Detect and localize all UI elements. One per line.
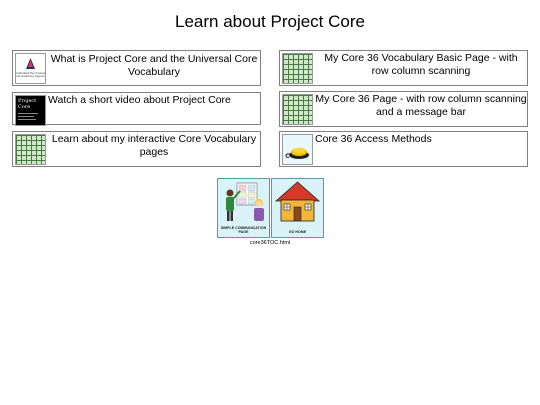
card-label: My Core 36 Page - with row column scanni… — [315, 93, 527, 118]
switch-button-icon — [282, 134, 313, 165]
page-title: Learn about Project Core — [175, 12, 365, 31]
card-label: Learn about my interactive Core Vocabula… — [51, 133, 257, 158]
page-filename: core36TOC.html — [249, 240, 291, 246]
card-interactive-core-pages[interactable]: Learn about my interactive Core Vocabula… — [12, 131, 261, 167]
core-grid-icon — [15, 134, 46, 165]
card-watch-video[interactable]: Project Core Watch a short video about P… — [12, 92, 261, 126]
go-home-tile[interactable]: GO HOME — [271, 178, 324, 238]
card-label: Watch a short video about Project Core — [48, 94, 231, 106]
card-core36-basic-page[interactable]: My Core 36 Vocabulary Basic Page - with … — [279, 50, 528, 86]
card-core36-access-methods[interactable]: Core 36 Access Methods — [279, 131, 528, 167]
card-core36-message-bar[interactable]: My Core 36 Page - with row column scanni… — [279, 91, 528, 127]
core-grid-icon — [282, 53, 313, 84]
tile-label: GO HOME — [288, 230, 307, 234]
card-what-is-project-core[interactable]: Understand the Universal Core Vocabulary… — [12, 50, 261, 86]
card-label: Core 36 Access Methods — [315, 133, 432, 145]
video-thumbnail-icon: Project Core — [15, 95, 46, 126]
project-core-logo-icon: Understand the Universal Core Vocabulary… — [15, 53, 47, 84]
thumb-caption-line-1: Understand the Universal — [16, 72, 45, 75]
card-label: What is Project Core and the Universal C… — [50, 53, 258, 78]
simple-communication-page-tile[interactable]: SIMPLE COMMUNICATION PAGE — [217, 178, 270, 238]
core-grid-icon — [282, 94, 313, 125]
house-icon — [274, 181, 321, 222]
tile-label: SIMPLE COMMUNICATION PAGE — [220, 226, 267, 234]
video-thumb-title: Project Core — [18, 98, 37, 110]
card-label: My Core 36 Vocabulary Basic Page - with … — [324, 52, 518, 77]
communication-board-icon — [226, 182, 264, 221]
navigation-tiles: SIMPLE COMMUNICATION PAGE GO HOME — [217, 178, 324, 240]
thumb-caption-line-2: Core Vocabulary Approach — [16, 75, 45, 78]
